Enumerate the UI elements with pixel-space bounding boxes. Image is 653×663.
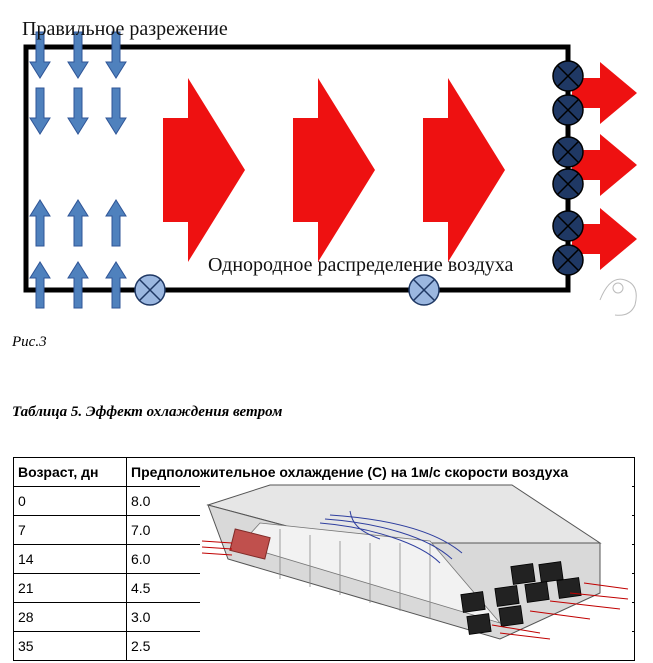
flow-arrow: [423, 78, 505, 262]
header-age: Возраст, дн: [13, 457, 127, 487]
flow-arrows: [163, 78, 505, 262]
inlet-arrow-up: [67, 199, 89, 247]
inlet-arrow-up: [67, 261, 89, 309]
header-cooling: Предположительное охлаждение (С) на 1м/с…: [126, 457, 635, 487]
inlet-arrows-up: [29, 199, 127, 309]
exhaust-fans: [552, 60, 584, 276]
cell-age: 21: [13, 573, 127, 603]
fan-icon: [134, 274, 166, 306]
inlet-arrow-down: [29, 31, 51, 79]
inlet-arrow-down: [105, 31, 127, 79]
inlet-arrow-up: [105, 261, 127, 309]
inlet-arrow-down: [105, 87, 127, 135]
cell-age: 14: [13, 544, 127, 574]
inlet-arrow-down: [67, 87, 89, 135]
fan-icon: [408, 274, 440, 306]
fan-icon: [552, 136, 584, 168]
flow-arrow: [293, 78, 375, 262]
diagram-middle-label: Однородное распределение воздуха: [208, 254, 514, 276]
inlet-arrow-up: [29, 199, 51, 247]
cell-age: 7: [13, 515, 127, 545]
airflow-lines: [319, 510, 463, 564]
fan-icon: [552, 210, 584, 242]
fan-icon: [552, 168, 584, 200]
fan-icon: [552, 244, 584, 276]
watermark-sketch: [599, 278, 637, 316]
fan-icon: [552, 94, 584, 126]
fan-icon: [552, 60, 584, 92]
inlet-box: [229, 528, 271, 560]
airflow-diagram: [23, 31, 637, 316]
flow-arrow: [163, 78, 245, 262]
cell-age: 0: [13, 486, 127, 516]
barn-illustration: [200, 483, 632, 643]
exhaust-arrow: [572, 134, 637, 196]
inlet-arrow-up: [105, 199, 127, 247]
exhaust-arrow: [572, 62, 637, 124]
inlet-arrow-up: [29, 261, 51, 309]
inlet-arrow-down: [67, 31, 89, 79]
cell-age: 35: [13, 631, 127, 661]
table-title: Таблица 5. Эффект охлаждения ветром: [12, 404, 283, 420]
diagram-top-label: Правильное разрежение: [22, 18, 228, 40]
exhaust-arrow: [572, 208, 637, 270]
cell-age: 28: [13, 602, 127, 632]
figure-caption: Рис.3: [12, 334, 47, 350]
inlet-arrow-down: [29, 87, 51, 135]
barn-exhaust-lines: [491, 582, 629, 640]
inlet-fans: [134, 274, 440, 306]
table-header-row: Возраст, дн Предположительное охлаждение…: [13, 457, 635, 487]
inlet-arrows-down: [29, 31, 127, 135]
exhaust-arrows: [572, 62, 637, 270]
